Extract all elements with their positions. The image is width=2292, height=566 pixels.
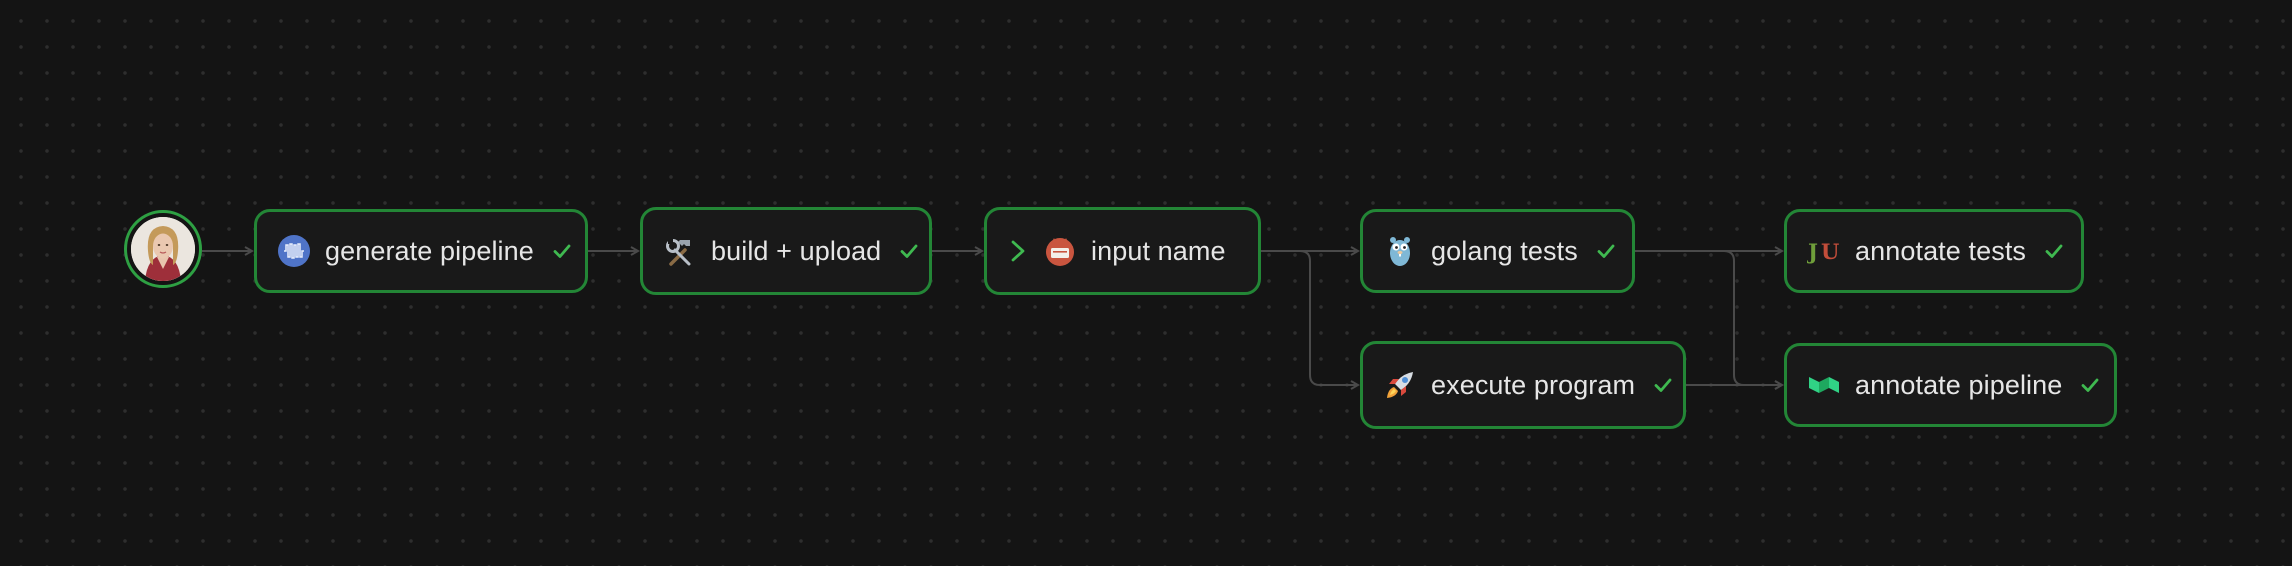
step-annotate-pipeline[interactable]: annotate pipeline [1784,343,2117,427]
check-icon [1653,373,1673,397]
check-icon [552,239,572,263]
step-generate-pipeline[interactable]: generate pipeline [254,209,588,293]
junit-icon: J U [1807,234,1841,268]
step-label: input name [1091,235,1226,266]
step-label: build + upload [711,235,882,266]
check-icon [1596,239,1616,263]
name-badge-icon [1043,234,1077,268]
hammer-wrench-icon [663,234,697,268]
rocket-icon [1383,368,1417,402]
step-annotate-tests[interactable]: J U annotate tests [1784,209,2084,293]
edge-input-execute [1261,250,1358,385]
step-label: generate pipeline [325,235,534,266]
step-label: annotate pipeline [1855,369,2063,400]
gopher-icon [1383,234,1417,268]
avatar[interactable] [124,210,202,288]
check-icon [899,239,919,263]
step-label: execute program [1431,369,1636,400]
check-icon [2080,373,2100,397]
step-input-name[interactable]: input name [984,207,1261,295]
buildkite-icon [1807,368,1841,402]
check-icon [2044,239,2064,263]
svg-text:U: U [1821,239,1839,264]
input-chevron-icon [1007,234,1029,268]
avatar-portrait [131,217,195,281]
step-build-upload[interactable]: build + upload [640,207,932,295]
step-label: golang tests [1431,235,1578,266]
step-label: annotate tests [1855,235,2027,266]
waveform-icon [277,234,311,268]
step-execute-program[interactable]: execute program [1360,341,1686,429]
step-golang-tests[interactable]: golang tests [1360,209,1635,293]
svg-text:J: J [1807,239,1818,264]
